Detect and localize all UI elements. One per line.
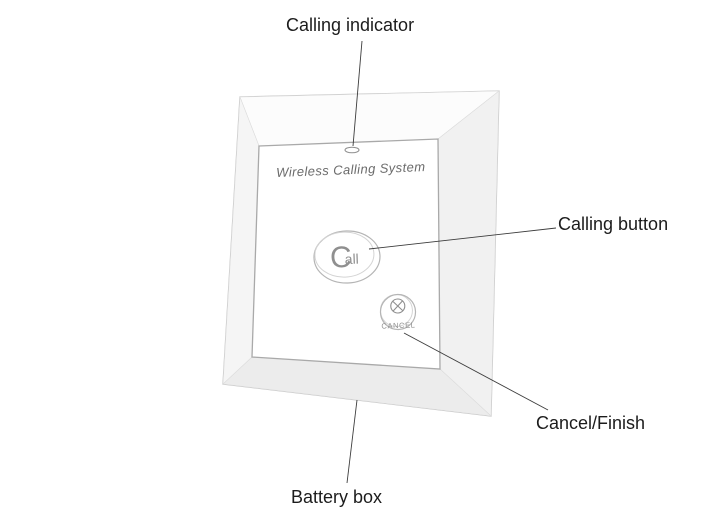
cancel-icon — [390, 298, 406, 314]
cancel-button-label: CANCEL — [381, 320, 415, 330]
leader-line-cancel-finish — [403, 332, 549, 411]
call-label-capital: C — [329, 241, 352, 275]
label-battery-box: Battery box — [291, 487, 383, 507]
calling-indicator-light — [344, 146, 360, 154]
call-label-rest: all — [344, 251, 359, 267]
cancel-button-outline — [379, 293, 417, 331]
call-button-outline — [313, 230, 381, 284]
call-button-label: Call — [329, 241, 359, 275]
label-cancel-finish: Cancel/Finish — [536, 413, 646, 433]
label-calling-indicator: Calling indicator — [286, 15, 415, 35]
leader-line-calling-indicator — [352, 40, 363, 147]
label-calling-button: Calling button — [558, 214, 669, 234]
call-button-inner-outline — [314, 231, 375, 278]
cancel-button: CANCEL — [379, 293, 417, 331]
call-button: Call — [313, 230, 381, 284]
device-header-text: Wireless Calling System — [276, 159, 426, 180]
leader-line-calling-button — [368, 227, 557, 250]
leader-line-battery-box — [346, 399, 358, 484]
